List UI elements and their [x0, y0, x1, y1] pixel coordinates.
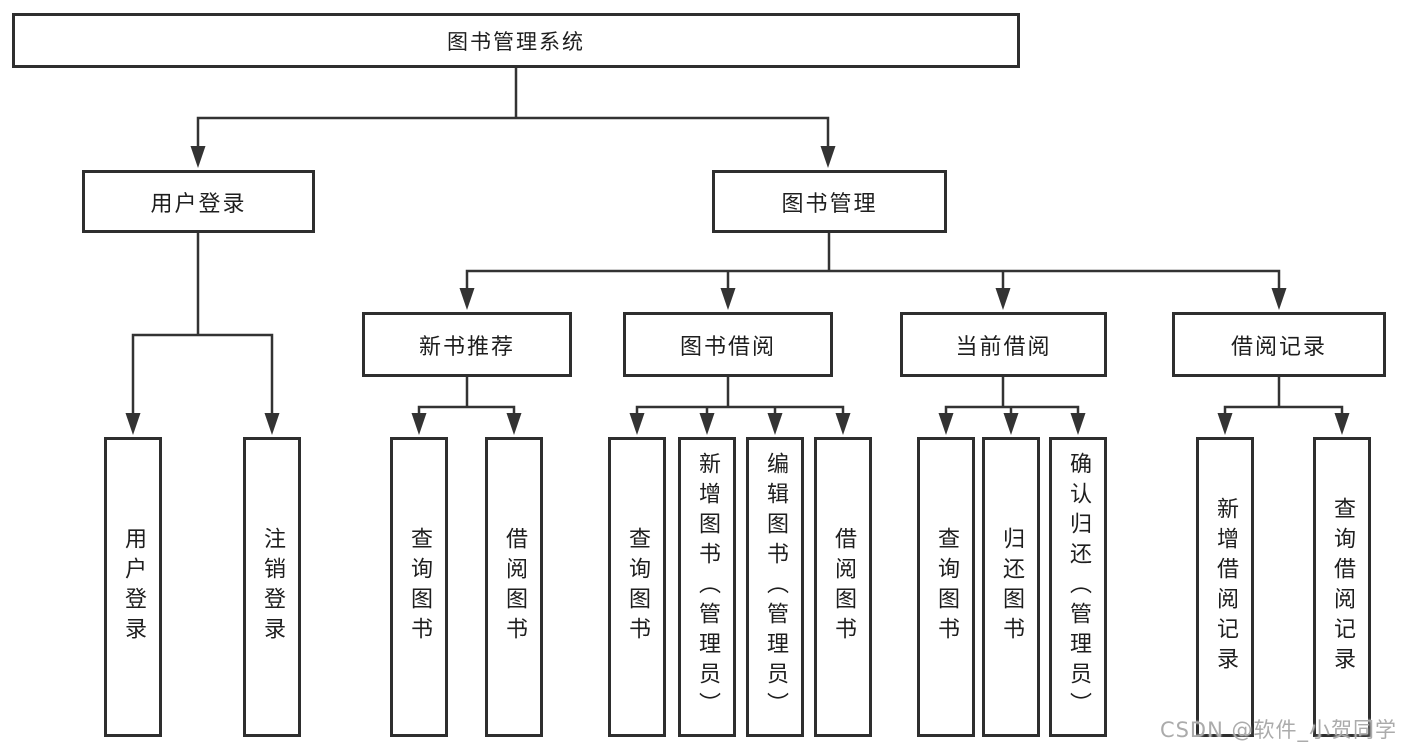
node-new-book-recommend: 新书推荐 — [362, 312, 572, 377]
node-borrowing-records-label: 借阅记录 — [1230, 334, 1327, 360]
leaf-user-login: 用户登录 — [104, 437, 162, 737]
leaf-confirm-return-admin-label: 确认归还（管理员） — [1066, 452, 1091, 722]
node-new-book-recommend-label: 新书推荐 — [418, 334, 515, 360]
node-book-management: 图书管理 — [712, 170, 947, 233]
leaf-add-books-admin: 新增图书（管理员） — [678, 437, 736, 737]
node-current-borrowing: 当前借阅 — [900, 312, 1107, 377]
leaf-user-login-label: 用户登录 — [121, 527, 146, 647]
leaf-borrow-books-borrowing-label: 借阅图书 — [831, 527, 856, 647]
leaf-edit-books-admin-label: 编辑图书（管理员） — [763, 452, 788, 722]
node-library-management-system: 图书管理系统 — [12, 13, 1020, 68]
leaf-confirm-return-admin: 确认归还（管理员） — [1049, 437, 1107, 737]
leaf-return-books: 归还图书 — [982, 437, 1040, 737]
leaf-query-borrow-record-label: 查询借阅记录 — [1330, 497, 1355, 677]
leaf-add-borrow-record-label: 新增借阅记录 — [1213, 497, 1238, 677]
leaf-borrow-books-recommend-label: 借阅图书 — [502, 527, 527, 647]
leaf-edit-books-admin: 编辑图书（管理员） — [746, 437, 804, 737]
watermark: CSDN @软件_小贺同学 — [1159, 718, 1397, 742]
node-book-management-label: 图书管理 — [781, 191, 878, 217]
leaf-add-borrow-record: 新增借阅记录 — [1196, 437, 1254, 737]
leaf-query-books-current-label: 查询图书 — [934, 527, 959, 647]
leaf-query-borrow-record: 查询借阅记录 — [1313, 437, 1371, 737]
node-borrowing-records: 借阅记录 — [1172, 312, 1386, 377]
node-book-borrowing-label: 图书借阅 — [679, 334, 776, 360]
leaf-logout: 注销登录 — [243, 437, 301, 737]
node-book-borrowing: 图书借阅 — [623, 312, 833, 377]
node-user-login: 用户登录 — [82, 170, 315, 233]
leaf-query-books-borrowing-label: 查询图书 — [625, 527, 650, 647]
leaf-add-books-admin-label: 新增图书（管理员） — [695, 452, 720, 722]
leaf-query-books-recommend: 查询图书 — [390, 437, 448, 737]
leaf-return-books-label: 归还图书 — [999, 527, 1024, 647]
leaf-borrow-books-recommend: 借阅图书 — [485, 437, 543, 737]
leaf-logout-label: 注销登录 — [260, 527, 285, 647]
leaf-borrow-books-borrowing: 借阅图书 — [814, 437, 872, 737]
leaf-query-books-current: 查询图书 — [917, 437, 975, 737]
node-library-management-system-label: 图书管理系统 — [447, 29, 585, 54]
leaf-query-books-recommend-label: 查询图书 — [407, 527, 432, 647]
node-current-borrowing-label: 当前借阅 — [955, 334, 1052, 360]
node-user-login-label: 用户登录 — [150, 191, 247, 217]
leaf-query-books-borrowing: 查询图书 — [608, 437, 666, 737]
